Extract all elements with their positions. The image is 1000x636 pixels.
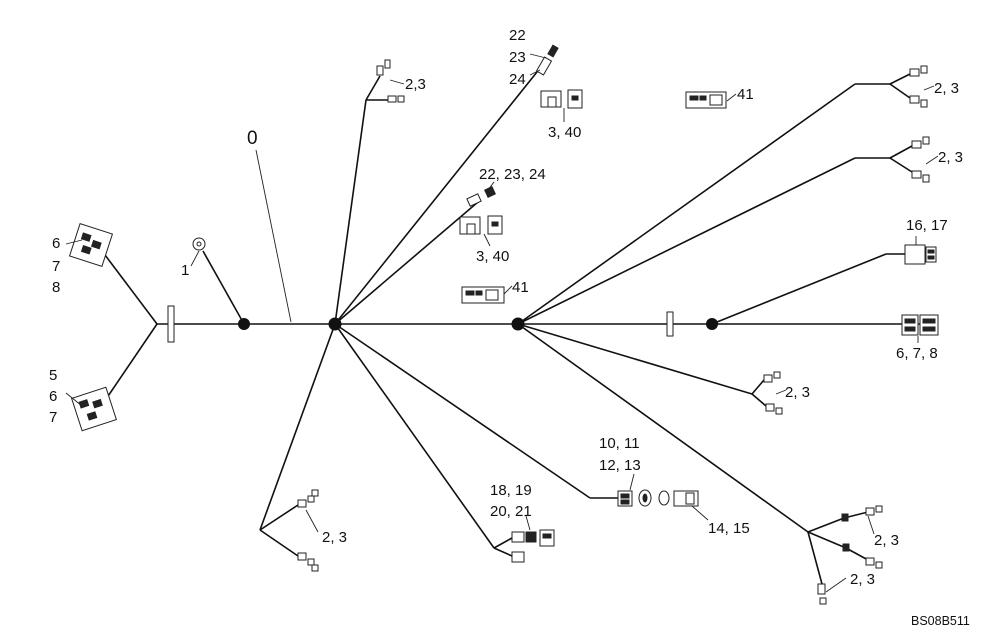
callout-22: 22 [509, 27, 526, 44]
callout-2-3: 2, 3 [785, 384, 810, 401]
callout-24: 24 [509, 71, 526, 88]
callout-6-7-8: 6, 7, 8 [896, 345, 938, 362]
terminal-group-bottom-right [807, 505, 883, 605]
callout-2-3: 2, 3 [938, 149, 963, 166]
connector-22-23-24-top [535, 44, 559, 76]
leader-lines [65, 53, 939, 593]
callout-5: 5 [49, 367, 57, 384]
junction-node [511, 317, 525, 331]
drawing-code: BS08B511 [911, 614, 970, 628]
terminal-pair-right-2 [889, 136, 930, 183]
connector-14-15 [658, 490, 699, 507]
junction-node [328, 317, 342, 331]
connector-41-top [685, 91, 727, 109]
callout-22-23-24: 22, 23, 24 [479, 166, 546, 183]
connector-16-17 [904, 244, 937, 265]
callout-41: 41 [737, 86, 754, 103]
terminal-pair-bottom-left [297, 489, 319, 572]
callout-0: 0 [247, 128, 258, 149]
callout-41: 41 [512, 279, 529, 296]
callout-3-40: 3, 40 [476, 248, 509, 265]
callout-18-19: 18, 19 [490, 482, 532, 499]
connector-10-11-12-13 [617, 489, 652, 507]
callout-2-3: 2, 3 [322, 529, 347, 546]
connector-3-40-top [540, 89, 583, 109]
callout-7: 7 [52, 258, 60, 275]
callout-12-13: 12, 13 [599, 457, 641, 474]
callout-20-21: 20, 21 [490, 503, 532, 520]
connector-18-19-20-21 [493, 529, 555, 563]
junction-node [706, 318, 718, 330]
connector-3-40-mid [459, 215, 503, 235]
junction-node [238, 318, 250, 330]
callout-3-40: 3, 40 [548, 124, 581, 141]
junction-nodes [238, 317, 718, 331]
callout-2-3: 2, 3 [874, 532, 899, 549]
callout-23: 23 [509, 49, 526, 66]
callout-7: 7 [49, 409, 57, 426]
harness-wires [101, 66, 935, 557]
callout-labels: 0 1 6 7 8 5 6 7 2,3 22 23 24 3, 40 41 22… [49, 27, 970, 628]
callout-16-17: 16, 17 [906, 217, 948, 234]
connector-6-7-8-right [901, 314, 939, 336]
callout-1: 1 [181, 262, 189, 279]
terminal-pair-top [365, 59, 405, 103]
connector-41-mid [461, 286, 505, 304]
terminal-pair-right-3 [751, 371, 783, 415]
callout-10-11: 10, 11 [599, 435, 640, 452]
connector-6-7-8-left [68, 222, 114, 268]
connector-22-23-24-mid [466, 186, 496, 207]
terminal-pair-right-1 [889, 65, 928, 108]
callout-6: 6 [49, 388, 57, 405]
callout-2-3: 2,3 [405, 76, 426, 93]
callout-2-3: 2, 3 [934, 80, 959, 97]
ring-terminal [192, 237, 206, 251]
trunk-clips [167, 305, 674, 343]
callout-8: 8 [52, 279, 60, 296]
callout-6: 6 [52, 235, 60, 252]
callout-14-15: 14, 15 [708, 520, 750, 537]
callout-2-3: 2, 3 [850, 571, 875, 588]
connector-5-6-7-left [70, 386, 118, 432]
